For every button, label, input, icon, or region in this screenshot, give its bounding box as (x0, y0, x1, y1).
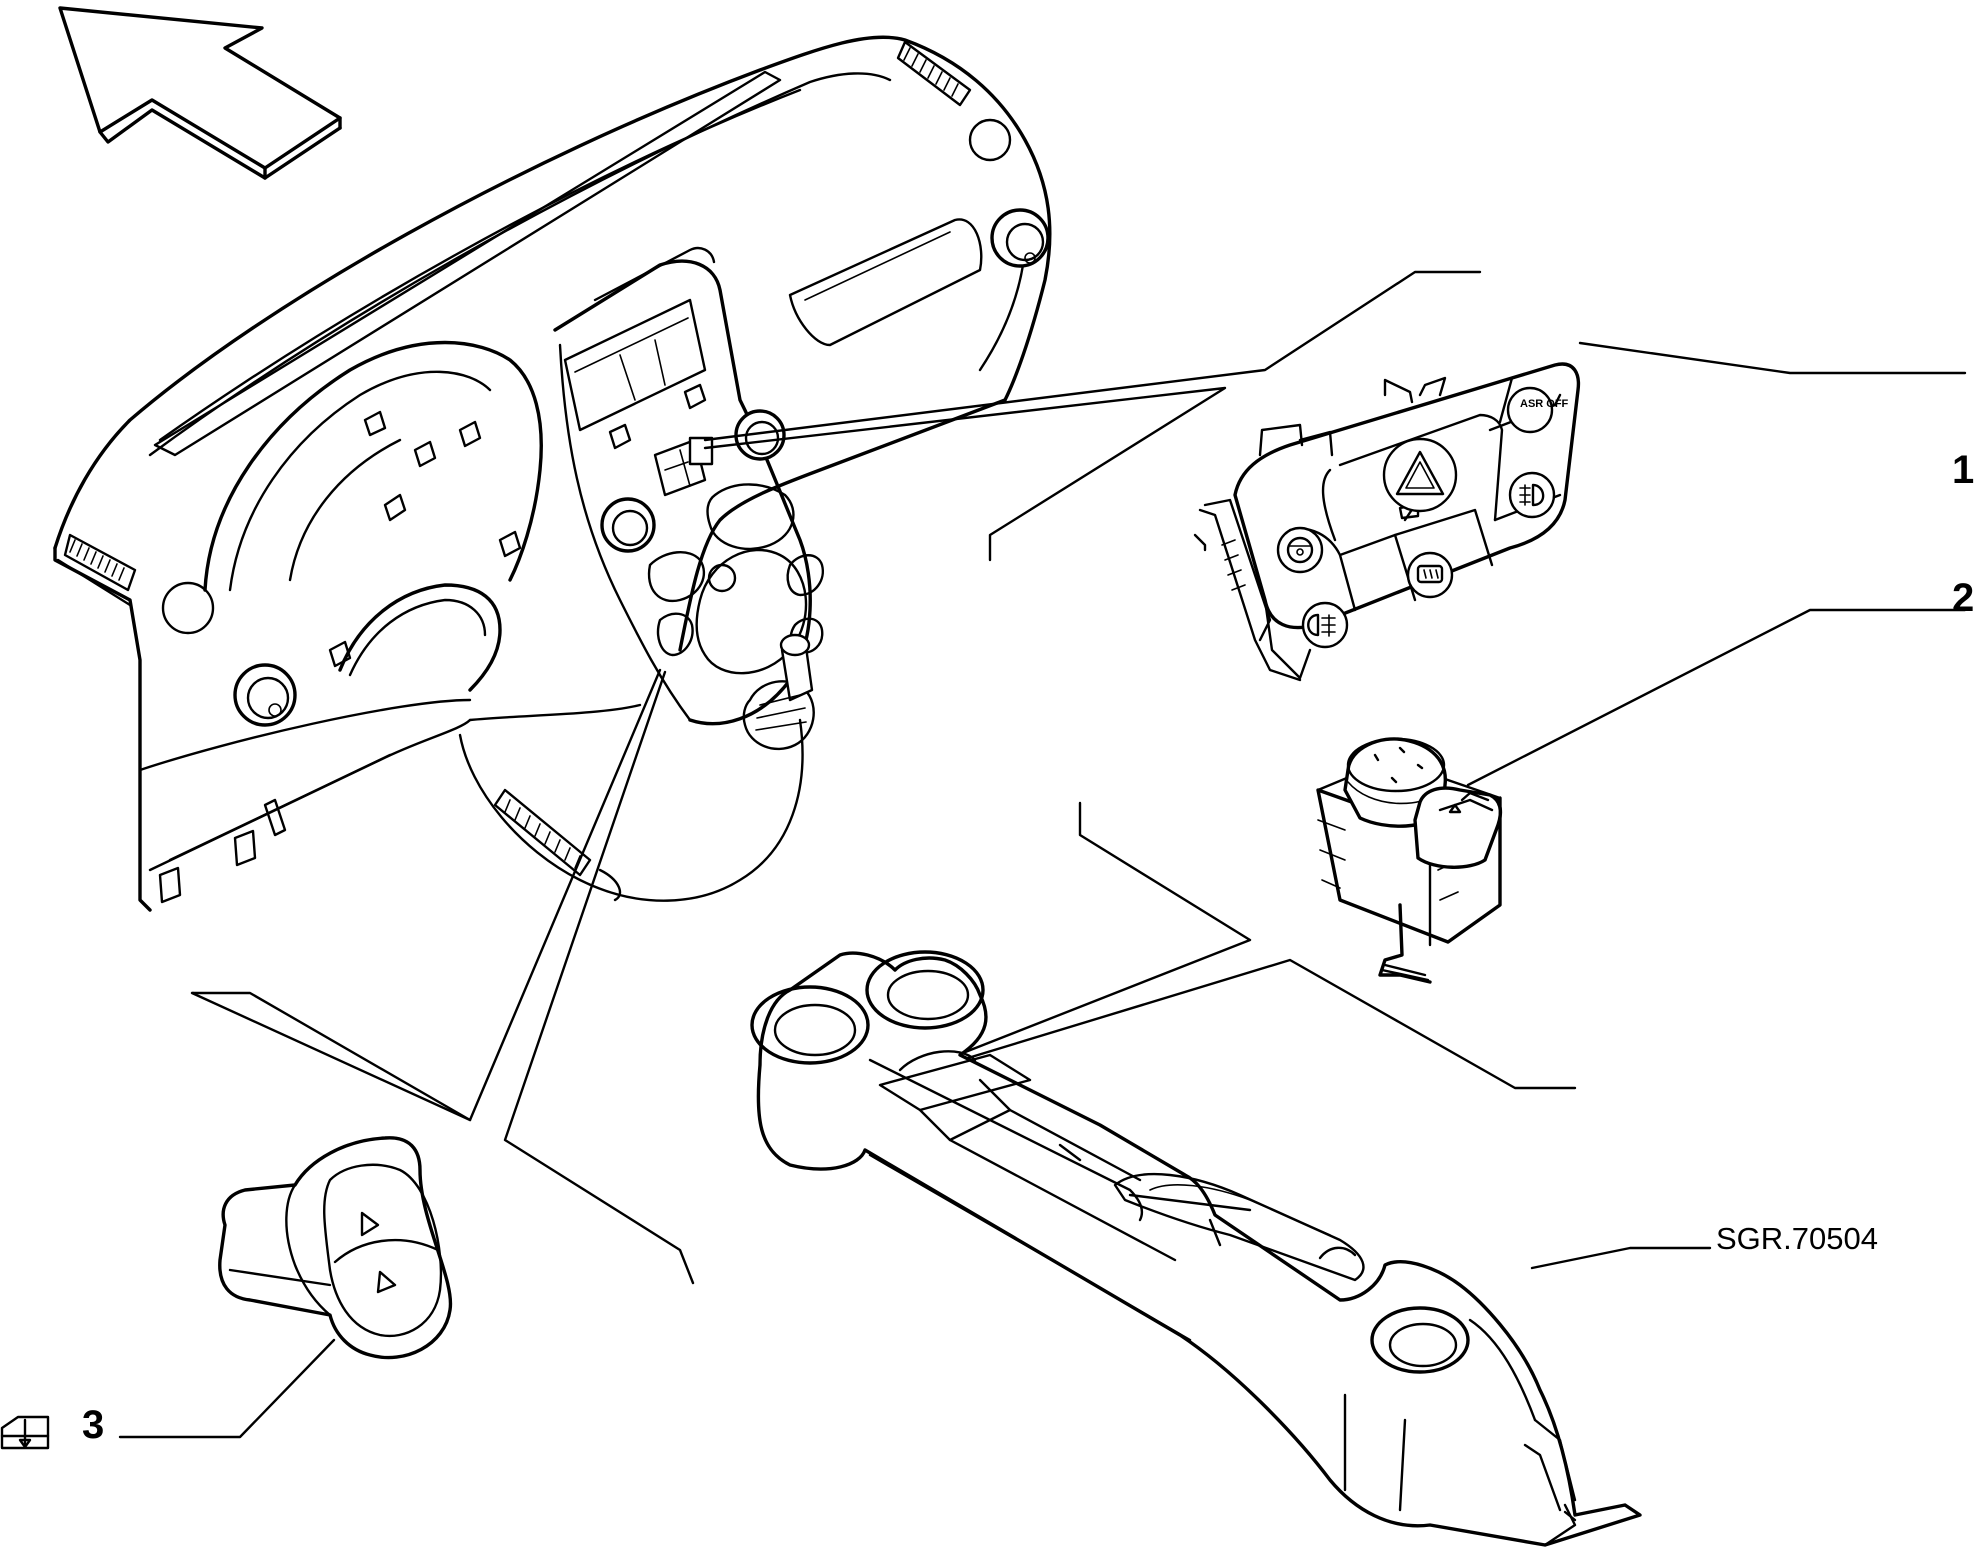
window-switch (218, 1136, 453, 1360)
fog-light-front-button[interactable] (1301, 601, 1349, 649)
rear-cup-holder (1370, 1306, 1470, 1374)
down-arrow-icon (376, 1270, 397, 1294)
callout-label-1: 1 (1952, 448, 1975, 492)
left-vent-grill (63, 533, 137, 592)
center-console (750, 950, 1642, 1547)
cluster-brackets (328, 410, 522, 668)
hazard-warning-button[interactable] (1382, 437, 1458, 513)
right-vent-grill (896, 40, 972, 107)
instrument-cluster (203, 340, 543, 692)
window-up-button[interactable] (360, 1211, 380, 1237)
fog-light-rear-icon (1519, 483, 1545, 507)
gear-knob (742, 633, 815, 751)
mirror-selector-rocker[interactable] (1413, 786, 1503, 869)
steering-wheel-button[interactable] (1276, 526, 1324, 574)
left-round-vent (161, 581, 297, 727)
callout-label-3: 3 (82, 1403, 105, 1447)
callout-label-2: 2 (1952, 576, 1975, 620)
asr-off-label: ASR OFF (1520, 398, 1569, 410)
drawing-code: SGR.70504 (1716, 1221, 1878, 1256)
lower-clips (158, 829, 257, 904)
direction-arrow-icon (58, 6, 342, 180)
switch-panel: ASR OFF (1193, 362, 1581, 682)
hazard-warning-icon (1395, 450, 1445, 496)
fog-light-front-icon (1307, 613, 1336, 637)
mirror-adjustment-switch (1316, 737, 1503, 984)
window-regulator-symbol-icon (0, 1415, 50, 1450)
handbrake-opening (1113, 1172, 1365, 1282)
rear-defrost-icon (1416, 564, 1444, 584)
front-cup-holders (750, 950, 985, 1065)
rear-defrost-button[interactable] (1406, 551, 1454, 599)
tunnel-grill (493, 788, 622, 902)
up-arrow-icon (360, 1211, 380, 1237)
leader-lines (118, 270, 1967, 1439)
dashboard-assembly (53, 35, 1052, 912)
asr-off-button[interactable]: ASR OFF (1506, 386, 1569, 434)
right-round-vent (990, 208, 1050, 268)
fog-light-rear-button[interactable] (1508, 471, 1556, 519)
center-stack (553, 246, 825, 751)
window-down-button[interactable] (376, 1270, 397, 1294)
steering-wheel-icon (1286, 536, 1314, 564)
